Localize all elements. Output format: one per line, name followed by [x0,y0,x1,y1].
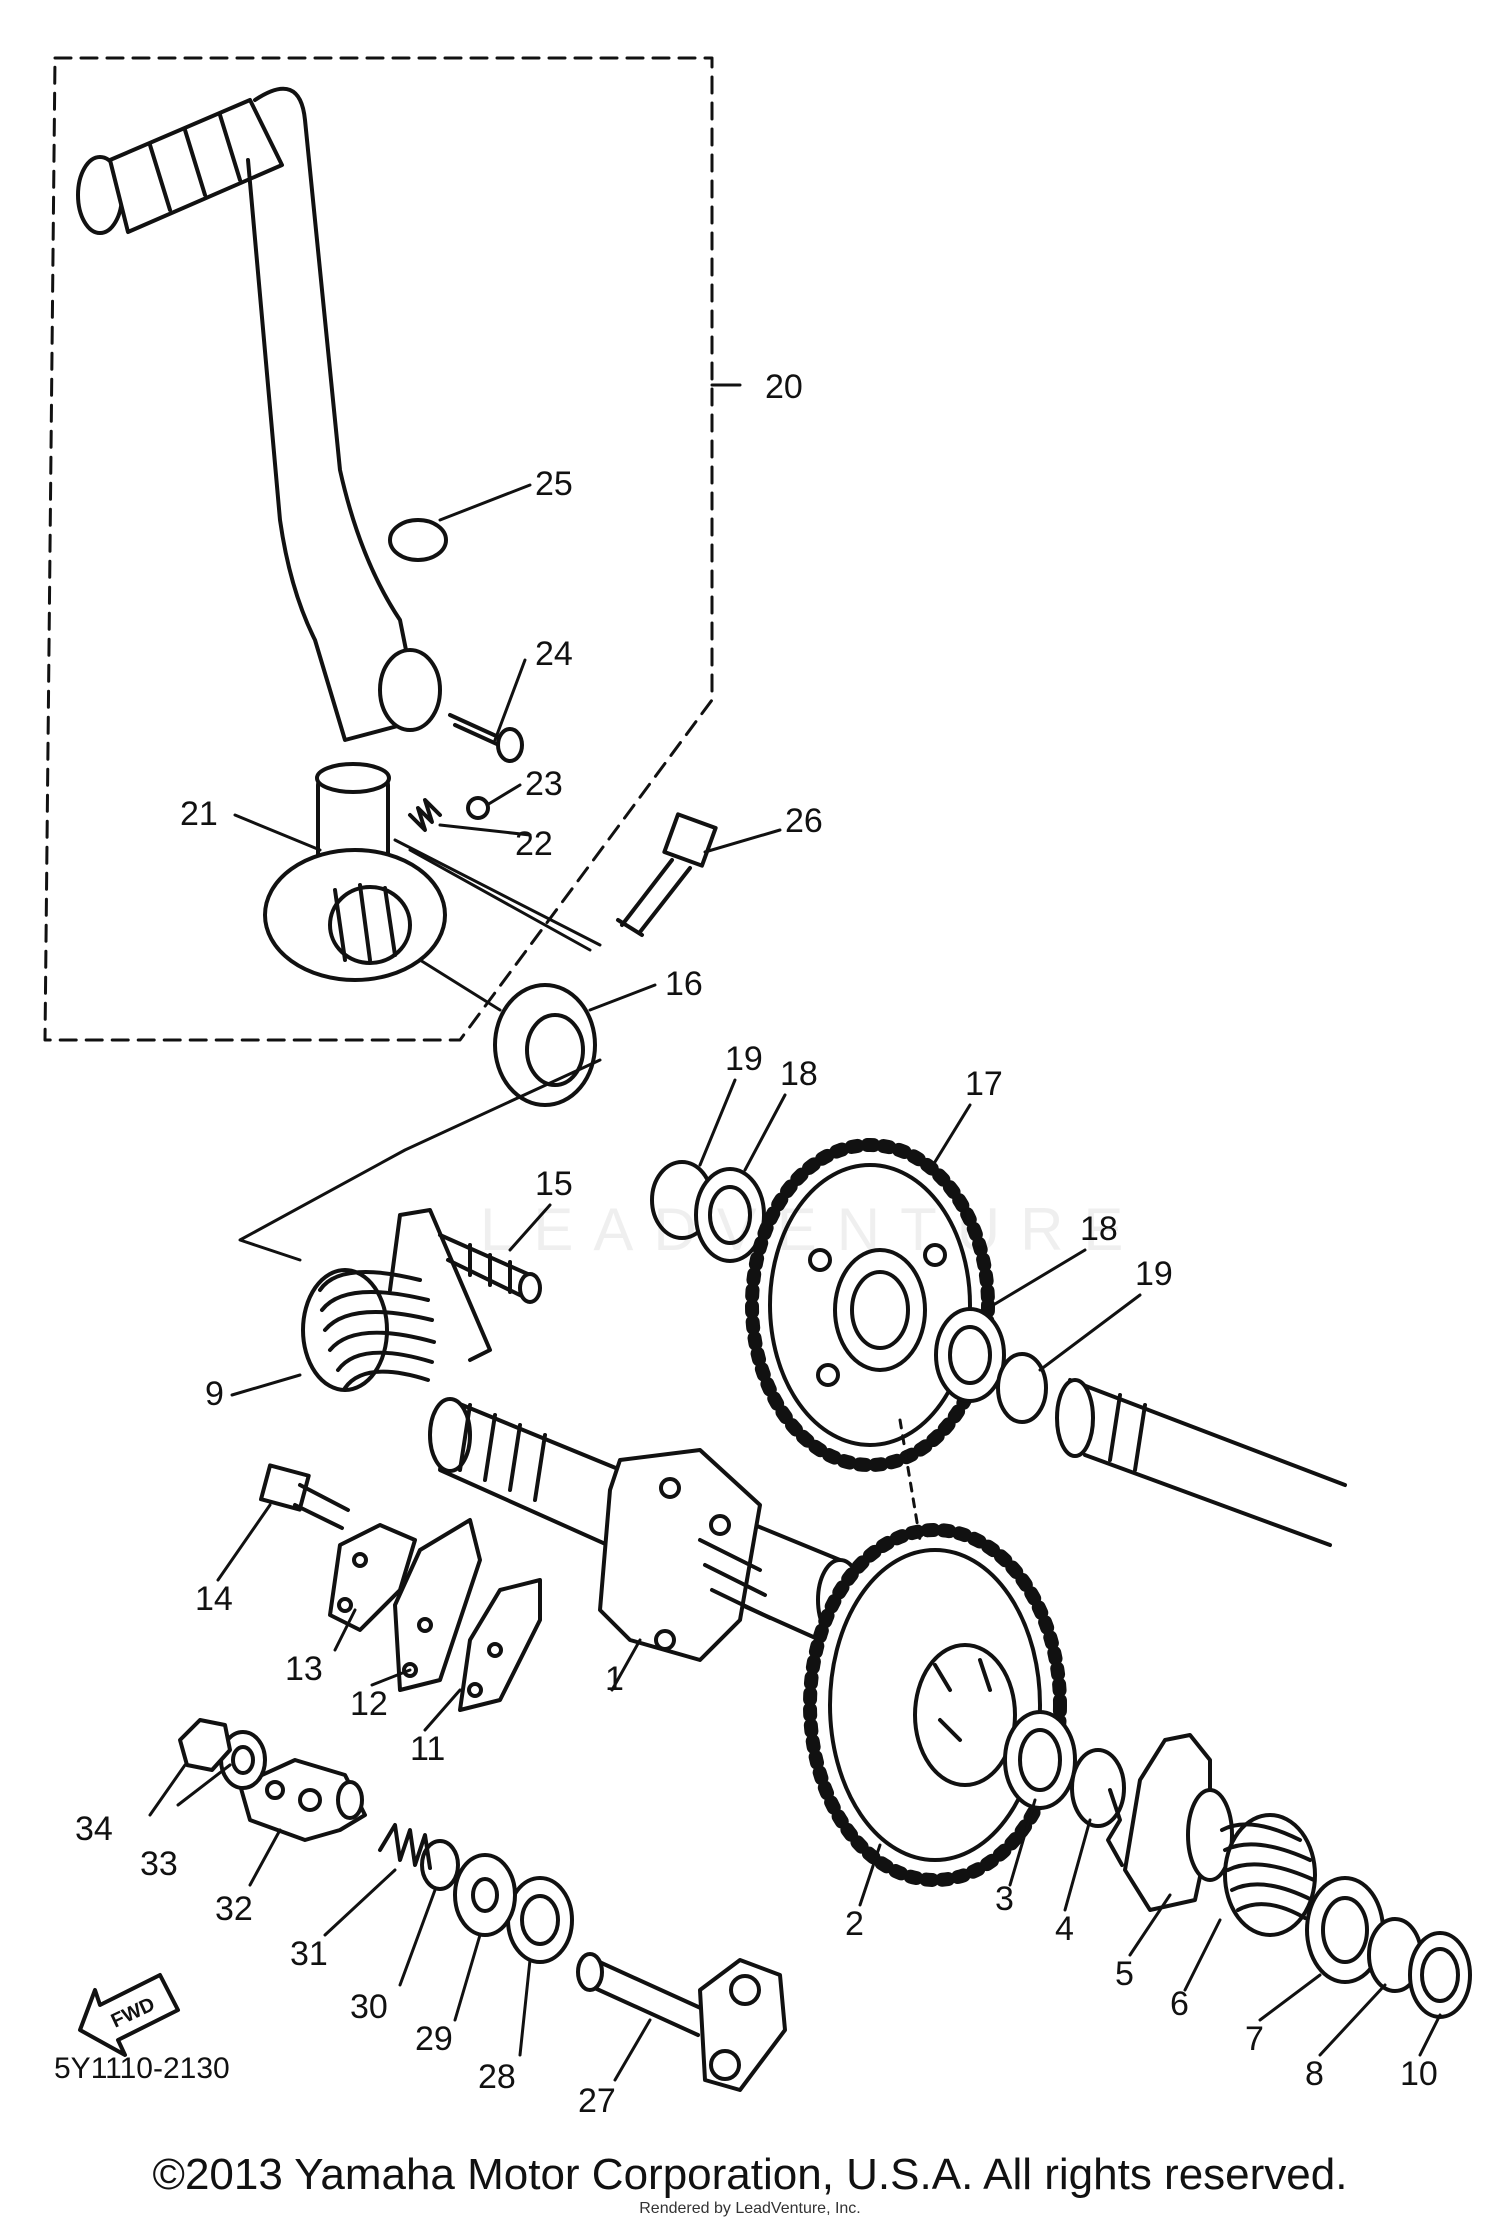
collar-30 [420,1839,460,1891]
torsion-spring-9 [238,1058,602,1392]
copyright-notice: ©2013 Yamaha Motor Corporation, U.S.A. A… [152,2150,1348,2199]
label-16: 16 [665,965,703,1003]
spring-22 [408,798,442,832]
label-3: 3 [995,1880,1014,1918]
washer-10 [1408,1931,1472,2019]
seal-28 [506,1876,574,1964]
spring-6 [1220,1813,1317,1937]
kick-lever [76,86,442,742]
washer-3 [1003,1710,1077,1810]
bolt-14 [259,1463,350,1530]
label-31: 31 [290,1935,328,1973]
kick-gear-2 [803,1418,1067,1887]
label-7: 7 [1245,2020,1264,2058]
cap-25 [388,518,448,562]
label-21: 21 [180,795,218,833]
label-18-upper: 18 [780,1055,818,1093]
label-10: 10 [1400,2055,1438,2093]
label-17: 17 [965,1065,1003,1103]
label-30: 30 [350,1988,388,2026]
label-22: 22 [515,825,553,863]
rendered-by-credit: Rendered by LeadVenture, Inc. [639,2200,861,2217]
label-26: 26 [785,802,823,840]
washer-18-upper [694,1167,766,1263]
kick-boss-21 [263,762,447,982]
label-6: 6 [1170,1985,1189,2023]
label-29: 29 [415,2020,453,2058]
label-19-upper: 19 [725,1040,763,1078]
main-shaft [1055,1378,1347,1547]
label-4: 4 [1055,1910,1074,1948]
label-8: 8 [1305,2055,1324,2093]
idler-gear-17 [745,1138,995,1472]
label-19-lower: 19 [1135,1255,1173,1293]
label-33: 33 [140,1845,178,1883]
ball-23 [466,796,490,820]
nut-34 [178,1718,232,1772]
label-28: 28 [478,2058,516,2096]
label-24: 24 [535,635,573,673]
label-2: 2 [845,1905,864,1943]
shift-lever-shaft-27 [576,1952,787,2092]
washer-29 [453,1853,517,1937]
pin-15 [438,1233,542,1304]
stopper-lever-32 [238,1758,367,1842]
watermark: LEADVENTURE [480,1196,1144,1263]
fwd-arrow-icon [78,1973,180,2057]
bolt-24 [448,713,524,763]
drawing-code: 5Y1110-2130 [54,2052,230,2085]
label-13: 13 [285,1650,323,1688]
washer-18-lower [934,1307,1006,1403]
label-34: 34 [75,1810,113,1848]
plate-12 [393,1518,482,1692]
label-14: 14 [195,1580,233,1618]
label-5: 5 [1115,1955,1134,1993]
label-11: 11 [410,1730,445,1768]
label-9: 9 [205,1375,224,1413]
assembly-boundary [43,56,714,1042]
ratchet-5 [1106,1733,1234,1912]
circlip-4 [1070,1748,1126,1828]
label-1: 1 [605,1660,624,1698]
label-12: 12 [350,1685,388,1723]
spring-31 [378,1823,432,1870]
label-27: 27 [578,2082,616,2120]
label-23: 23 [525,765,563,803]
circlip-19-lower [996,1352,1048,1424]
label-32: 32 [215,1890,253,1928]
label-20: 20 [765,368,803,406]
bolt-26 [616,812,718,937]
label-15: 15 [535,1165,573,1203]
part-labels: 20 1 2 3 4 5 6 7 8 9 10 11 12 13 14 15 1… [75,368,1438,2120]
label-25: 25 [535,465,573,503]
label-18-lower: 18 [1080,1210,1118,1248]
